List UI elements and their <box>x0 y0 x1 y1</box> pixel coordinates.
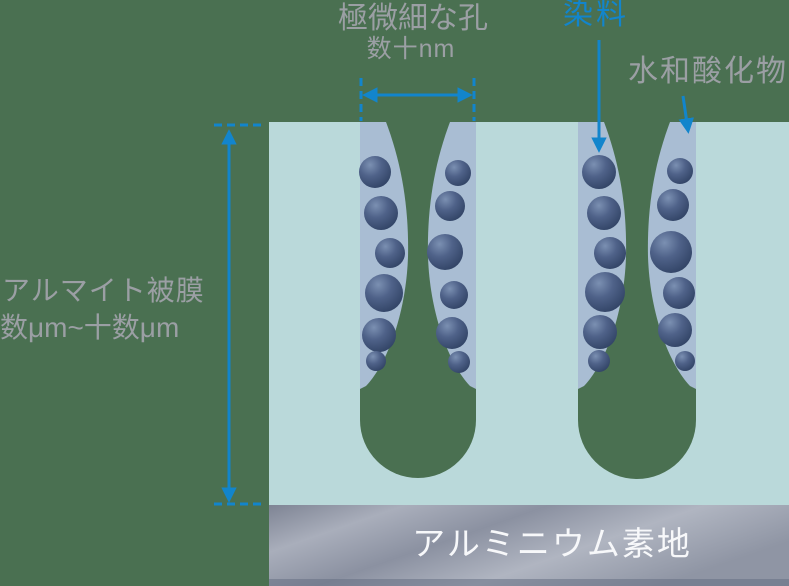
dye-particle <box>667 158 693 184</box>
pore-title-label: 極微細な孔 <box>338 2 488 35</box>
substrate-group <box>269 505 789 586</box>
dye-particle <box>365 274 403 312</box>
dye-particle <box>585 272 625 312</box>
dye-particle <box>675 351 695 371</box>
dye-particle <box>657 189 689 221</box>
substrate-label: アルミニウム素地 <box>412 525 692 562</box>
pores-group <box>359 122 696 479</box>
dye-particle <box>366 351 386 371</box>
dye-particle <box>440 281 468 309</box>
dye-particle <box>650 231 692 273</box>
coating-label-line1: アルマイト被膜 <box>2 275 205 306</box>
alumite-coating-layer <box>269 122 789 505</box>
dye-particle <box>658 313 692 347</box>
dye-particle <box>583 315 617 349</box>
dye-particle <box>663 277 695 309</box>
coating-label-line2: 数μm~十数μm <box>0 312 180 343</box>
dye-particle <box>594 237 626 269</box>
pore-size-label: 数十nm <box>366 35 456 63</box>
hydrated-oxide-label: 水和酸化物 <box>628 55 788 88</box>
dye-particle <box>364 196 398 230</box>
dye-particle <box>362 318 396 352</box>
dye-particle <box>588 350 610 372</box>
substrate-bottom-edge <box>269 579 789 586</box>
aluminum-substrate-bar <box>269 505 789 586</box>
dye-particle <box>359 156 391 188</box>
dye-label: 染料 <box>563 0 629 31</box>
dye-particle <box>445 160 471 186</box>
coating-layer-group <box>269 122 789 505</box>
hydrated-oxide-pointer-arrow <box>678 95 695 134</box>
dye-particle <box>436 317 468 349</box>
dye-particle <box>582 155 616 189</box>
dye-particle <box>587 196 621 230</box>
dye-particle <box>435 191 465 221</box>
dye-particle <box>375 238 405 268</box>
measure-arrows-group <box>214 40 695 506</box>
dye-particle <box>448 351 470 373</box>
dye-particle <box>427 234 463 270</box>
